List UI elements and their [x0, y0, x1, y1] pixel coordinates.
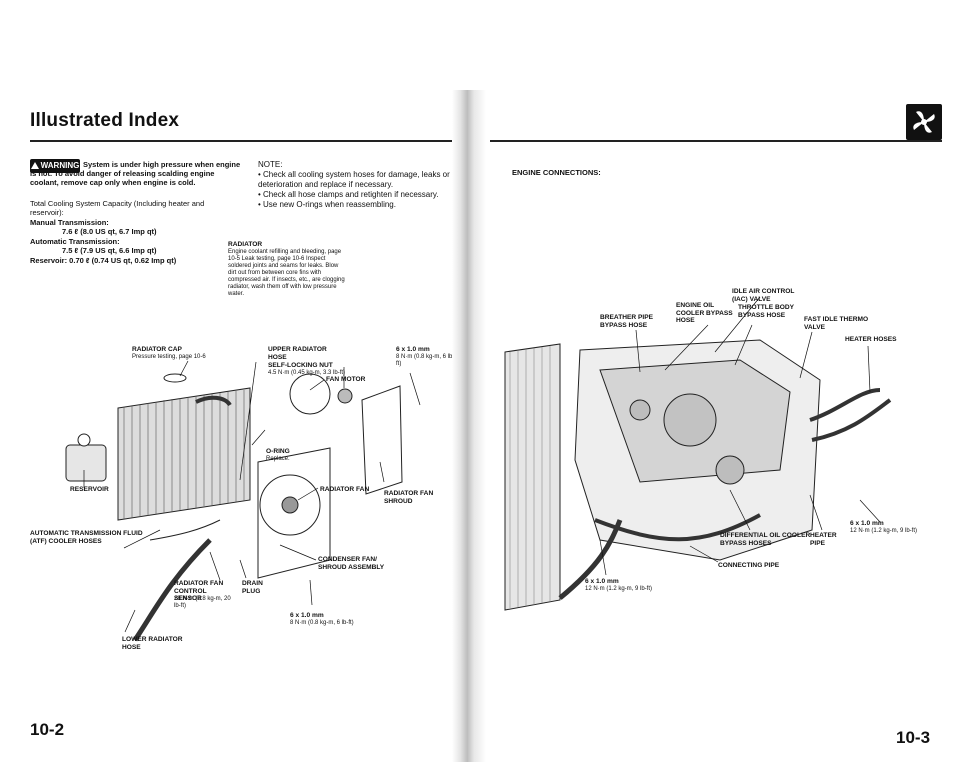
lower-hose	[132, 538, 212, 642]
label-o-ring: O-RING	[266, 448, 290, 455]
warning-text: System is under high pressure when engin…	[30, 160, 241, 188]
label-bolt-bottom-right: 6 x 1.0 mm	[585, 578, 619, 585]
upper-hose	[195, 395, 232, 407]
radiator-note-heading: RADIATOR	[228, 241, 263, 248]
capacity-manual-value: 7.6 ℓ (8.0 US qt, 6.7 Imp qt)	[62, 227, 157, 236]
page-title: Illustrated Index	[30, 110, 180, 131]
label-radiator-cap-sub: Pressure testing, page 10-6	[132, 354, 206, 360]
label-drain-plug: DRAIN PLUG	[242, 580, 263, 595]
section-heading: ENGINE CONNECTIONS:	[512, 168, 601, 177]
note-item: • Check all hose clamps and retighten if…	[258, 190, 439, 199]
page-number-left: 10-2	[30, 720, 65, 739]
page-number-right: 10-3	[896, 728, 931, 747]
label-fan-control-sensor: RADIATOR FAN CONTROL SENSOR	[174, 580, 224, 603]
label-engine-oil-cooler: ENGINE OIL COOLER BYPASS HOSE	[676, 302, 733, 325]
capacity-intro: Total Cooling System Capacity (Including…	[30, 199, 205, 218]
label-o-ring-sub: Replace.	[266, 456, 290, 462]
warning-badge-label: WARNING	[40, 161, 80, 170]
label-connecting-pipe: CONNECTING PIPE	[718, 562, 780, 569]
label-reservoir: RESERVOIR	[70, 486, 109, 493]
label-self-locking-spec: 4.5 N·m (0.45 kg-m, 3.3 lb-ft)	[268, 370, 346, 376]
label-bolt-bottom-right-spec: 12 N·m (1.2 kg-m, 9 lb-ft)	[585, 586, 653, 592]
heater-hoses	[809, 388, 881, 422]
engine-radiator	[504, 343, 561, 611]
note-list: • Check all cooling system hoses for dam…	[258, 170, 466, 210]
label-breather-pipe: BREATHER PIPE BYPASS HOSE	[600, 314, 654, 329]
label-condenser: CONDENSER FAN/ SHROUD ASSEMBLY	[318, 556, 385, 571]
label-fan-motor: FAN MOTOR	[326, 376, 366, 383]
label-fan-shroud: RADIATOR FAN SHROUD	[384, 490, 434, 505]
label-bolt-top-spec: 8 N·m (0.8 kg-m, 6 lb-ft)	[396, 354, 455, 367]
fan-shroud	[361, 385, 403, 495]
capacity-reservoir: Reservoir: 0.70 ℓ (0.74 US qt, 0.62 Imp …	[30, 256, 177, 265]
warning-badge: WARNING	[30, 159, 80, 173]
book-spine	[452, 90, 486, 762]
capacity-auto-label: Automatic Transmission:	[30, 237, 120, 246]
header-rule-left	[30, 140, 466, 142]
label-differential-oil-cooler: DIFFERENTIAL OIL COOLER BYPASS HOSES	[720, 532, 811, 547]
note-item: • Use new O-rings when reassembling.	[258, 200, 396, 209]
note-heading: NOTE:	[258, 160, 283, 169]
label-bolt-right: 6 x 1.0 mm	[850, 520, 884, 527]
label-throttle-bypass: THROTTLE BODY BYPASS HOSE	[738, 304, 794, 319]
label-radiator-fan: RADIATOR FAN	[320, 486, 370, 493]
warning-triangle-icon	[30, 162, 39, 169]
radiator-cap	[163, 373, 187, 383]
cooling-fan-icon	[906, 104, 942, 140]
label-radiator-cap: RADIATOR CAP	[132, 346, 182, 353]
capacity-manual-label: Manual Transmission:	[30, 218, 109, 227]
fan-motor	[289, 373, 331, 415]
label-upper-hose: UPPER RADIATOR HOSE	[268, 346, 327, 361]
label-bolt-bottom: 6 x 1.0 mm	[290, 612, 324, 619]
radiator-note-body: Engine coolant refilling and bleeding, p…	[228, 249, 345, 297]
label-bolt-top: 6 x 1.0 mm	[396, 346, 430, 353]
label-lower-hose: LOWER RADIATOR HOSE	[122, 636, 183, 651]
label-iac-valve: IDLE AIR CONTROL (IAC) VALVE	[732, 288, 795, 303]
header-rule-right	[490, 140, 942, 142]
label-self-locking-nut: SELF-LOCKING NUT	[268, 362, 333, 369]
label-atf-hoses: AUTOMATIC TRANSMISSION FLUID (ATF) COOLE…	[30, 530, 143, 545]
label-bolt-bottom-spec: 8 N·m (0.8 kg-m, 6 lb-ft)	[290, 620, 354, 626]
label-heater-hoses: HEATER HOSES	[845, 336, 897, 343]
label-fast-idle-valve: FAST IDLE THERMO VALVE	[804, 316, 869, 331]
radiator-core	[117, 387, 251, 521]
label-fan-control-sensor-spec: 28 N·m (2.8 kg-m, 20 lb-ft)	[174, 596, 231, 609]
note-item: • Check all cooling system hoses for dam…	[258, 170, 450, 189]
radiator-fan	[259, 474, 321, 536]
label-bolt-right-spec: 12 N·m (1.2 kg-m, 9 lb-ft)	[850, 528, 918, 534]
label-heater-pipe: HEATER PIPE	[810, 532, 837, 547]
capacity-auto-value: 7.5 ℓ (7.9 US qt, 6.6 Imp qt)	[62, 246, 157, 255]
